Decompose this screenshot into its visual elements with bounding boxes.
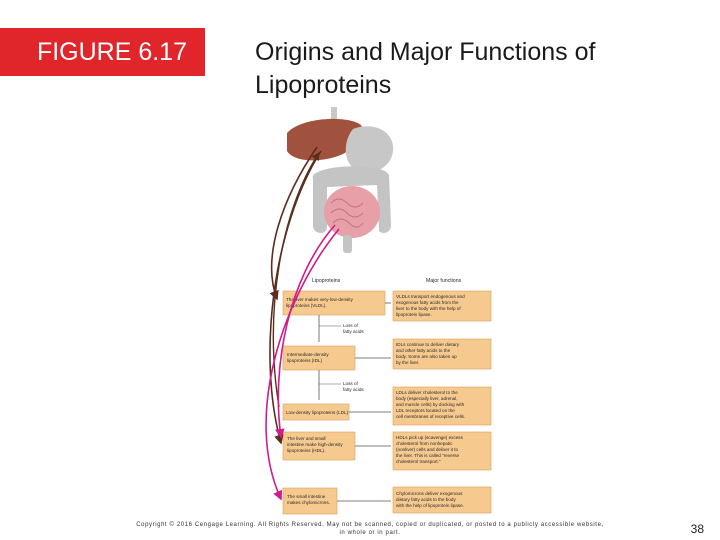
figure-label: FIGURE 6.17	[0, 28, 205, 76]
page-number: 38	[690, 522, 704, 536]
title-line-2: Lipoproteins	[255, 71, 392, 99]
liver-to-hdl-arrow	[269, 150, 322, 445]
rectum	[343, 235, 352, 253]
svg-text:HDLs pick up (scavenge) excess: HDLs pick up (scavenge) excesscholestero…	[396, 435, 464, 464]
intestine-to-chylomicron-arrow	[265, 228, 340, 501]
copyright-line-1: Copyright © 2016 Cengage Learning. All R…	[136, 522, 604, 528]
liver-to-vldl-arrow	[269, 146, 318, 301]
stomach	[345, 126, 394, 173]
esophagus	[331, 107, 337, 125]
lipoprotein-diagram: Lipoproteins Major functions The liver m…	[243, 107, 495, 530]
lipoproteins-header: Lipoproteins	[312, 278, 341, 284]
liver-return-arrow	[272, 151, 320, 408]
major-functions-header: Major functions	[426, 278, 462, 284]
copyright-line-2: in whole or in part.	[339, 530, 401, 536]
svg-text:Low-density lipoproteins (LDL): Low-density lipoproteins (LDL)	[286, 410, 349, 415]
intestine-to-hdl-arrow	[275, 224, 336, 439]
organs-illustration	[287, 107, 394, 253]
large-intestine	[312, 166, 391, 233]
diagram-svg: Lipoproteins Major functions The liver m…	[265, 107, 492, 515]
liver	[287, 118, 363, 161]
title-line-1: Origins and Major Functions of	[255, 38, 596, 66]
copyright-footer: Copyright © 2016 Cengage Learning. All R…	[110, 521, 630, 537]
svg-text:The liver makes very-low-densi: The liver makes very-low-densitylipoprot…	[286, 297, 354, 308]
svg-text:VLDLs transport endogenous and: VLDLs transport endogenous andexogenous …	[396, 294, 465, 317]
page-title: Origins and Major Functions of Lipoprote…	[255, 36, 695, 102]
